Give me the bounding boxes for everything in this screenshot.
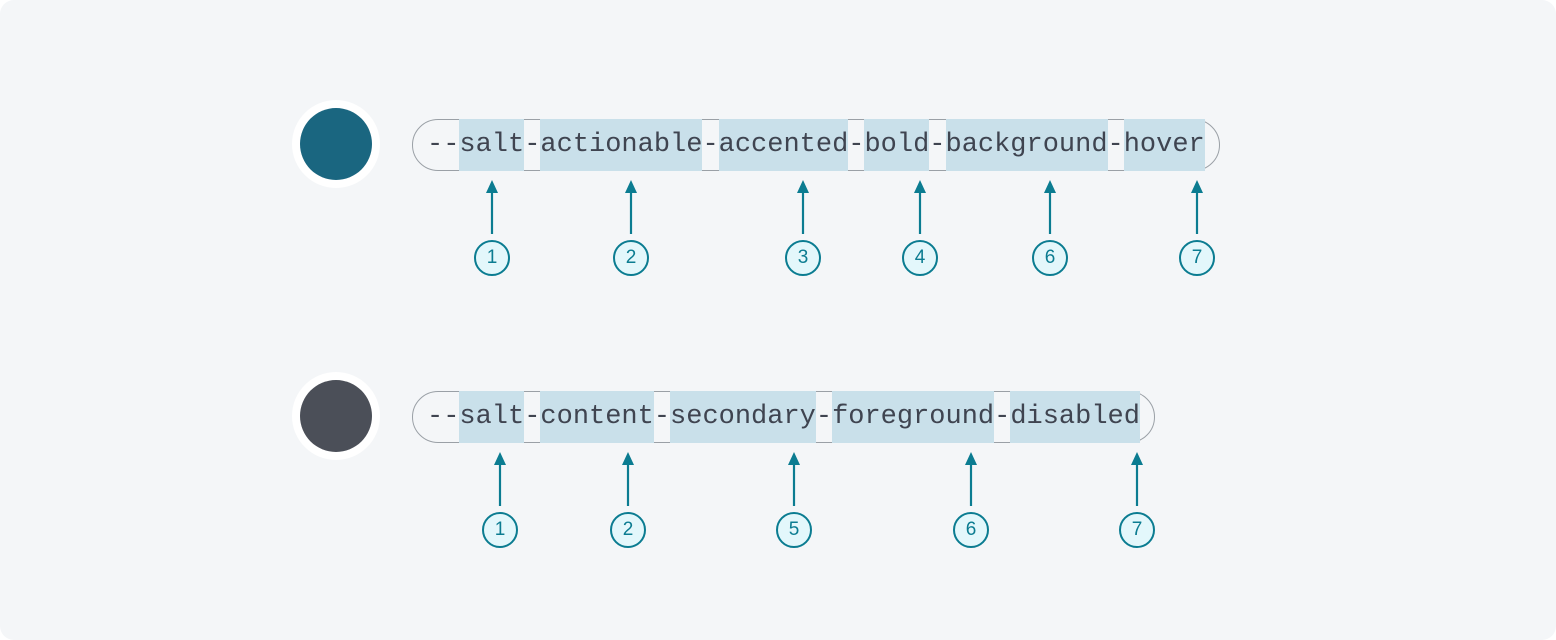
arrow-up-icon	[622, 452, 634, 506]
token-pill[interactable]: --salt-content-secondary-foreground-disa…	[412, 391, 1155, 443]
token-segment-highlighted: accented	[718, 119, 849, 171]
arrow-up-icon	[797, 180, 809, 234]
token-segment-highlighted: foreground	[832, 391, 995, 443]
segment-pointer: 3	[783, 180, 823, 278]
color-swatch-disc	[300, 108, 372, 180]
segment-pointer: 6	[951, 452, 991, 550]
segment-pointer: 1	[480, 452, 520, 550]
token-separator: -	[815, 402, 833, 432]
token-segment-highlighted: secondary	[670, 391, 816, 443]
segment-pointer: 2	[608, 452, 648, 550]
color-swatch[interactable]	[292, 372, 380, 460]
token-segment-highlighted: hover	[1123, 119, 1205, 171]
segment-pointer: 5	[774, 452, 814, 550]
step-badge: 6	[1032, 240, 1068, 276]
token-separator: -	[848, 130, 865, 160]
token-pill[interactable]: --salt-actionable-accented-bold-backgrou…	[412, 119, 1220, 171]
token-separator: -	[994, 402, 1011, 432]
token-segment-highlighted: bold	[864, 119, 930, 171]
segment-pointer: 2	[611, 180, 651, 278]
segment-pointer: 1	[472, 180, 512, 278]
segment-pointer: 4	[900, 180, 940, 278]
color-swatch[interactable]	[292, 100, 380, 188]
segment-pointer: 7	[1177, 180, 1217, 278]
token-separator: -	[524, 402, 541, 432]
step-badge: 4	[902, 240, 938, 276]
arrow-up-icon	[788, 452, 800, 506]
step-badge: 7	[1119, 512, 1155, 548]
token-separator: -	[929, 130, 946, 160]
segment-pointer: 6	[1030, 180, 1070, 278]
token-segment-highlighted: disabled	[1010, 391, 1140, 443]
arrow-up-icon	[486, 180, 498, 234]
arrow-up-icon	[1044, 180, 1056, 234]
color-swatch-disc	[300, 380, 372, 452]
arrow-up-icon	[625, 180, 637, 234]
token-separator: -	[1107, 130, 1124, 160]
token-separator: -	[653, 402, 671, 432]
token-text: --salt-actionable-accented-bold-backgrou…	[427, 119, 1205, 171]
token-segment-highlighted: background	[945, 119, 1108, 171]
token-segment-highlighted: content	[540, 391, 654, 443]
token-segment-highlighted: salt	[459, 391, 525, 443]
step-badge: 6	[953, 512, 989, 548]
step-badge: 1	[474, 240, 510, 276]
step-badge: 7	[1179, 240, 1215, 276]
step-badge: 1	[482, 512, 518, 548]
arrow-up-icon	[914, 180, 926, 234]
arrow-up-icon	[494, 452, 506, 506]
step-badge: 3	[785, 240, 821, 276]
token-separator: --	[427, 402, 460, 432]
token-segment-highlighted: salt	[459, 119, 525, 171]
token-segment-highlighted: actionable	[540, 119, 703, 171]
token-separator: -	[524, 130, 541, 160]
arrow-up-icon	[965, 452, 977, 506]
segment-pointer: 7	[1117, 452, 1157, 550]
arrow-up-icon	[1191, 180, 1203, 234]
step-badge: 2	[613, 240, 649, 276]
step-badge: 2	[610, 512, 646, 548]
step-badge: 5	[776, 512, 812, 548]
token-separator: -	[702, 130, 719, 160]
token-separator: --	[427, 130, 460, 160]
arrow-up-icon	[1131, 452, 1143, 506]
token-text: --salt-content-secondary-foreground-disa…	[427, 391, 1140, 443]
